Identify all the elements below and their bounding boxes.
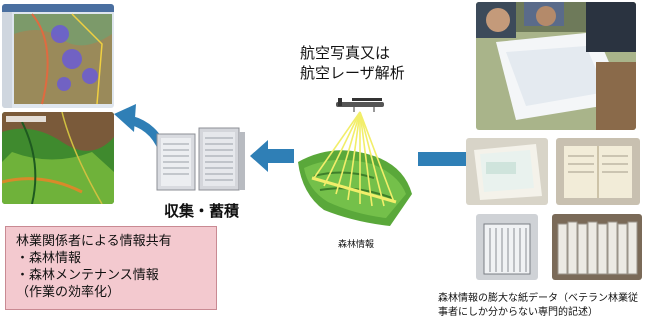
gis-map-screenshot — [2, 4, 114, 108]
info-sharing-box: 林業関係者による情報共有 ・森林情報 ・森林メンテナンス情報 （作業の効率化） — [5, 226, 217, 310]
file-rack-photo — [476, 214, 538, 280]
survey-label-line2: 航空レーザ解析 — [300, 64, 405, 82]
server-rack-icon — [156, 127, 245, 191]
info-sharing-item-efficiency: （作業の効率化） — [16, 285, 121, 300]
paper-data-caption-line2: 事者にしか分からない専門的記述） — [438, 307, 598, 318]
meeting-photo — [476, 2, 636, 130]
connector-arrow-icon — [418, 152, 466, 166]
forest-map-image — [2, 112, 114, 204]
forest-info-caption: 森林情報 — [338, 240, 375, 250]
info-sharing-title: 林業関係者による情報共有 — [16, 234, 172, 249]
info-sharing-item-maintenance: ・森林メンテナンス情報 — [16, 268, 159, 283]
collect-label: 収集・蓄積 — [164, 202, 240, 220]
info-sharing-item-forest: ・森林情報 — [16, 251, 82, 266]
airplane-icon — [336, 98, 384, 112]
aerial-laser-scan-image — [294, 94, 416, 234]
binders-photo — [552, 214, 642, 280]
paper-data-caption-line1: 森林情報の膨大な紙データ（ベテラン林業従 — [438, 293, 638, 304]
survey-label-line1: 航空写真又は — [300, 44, 391, 62]
notebook-photo — [556, 138, 640, 205]
paper-bag-photo — [466, 138, 548, 205]
left-arrow-icon — [250, 140, 294, 172]
